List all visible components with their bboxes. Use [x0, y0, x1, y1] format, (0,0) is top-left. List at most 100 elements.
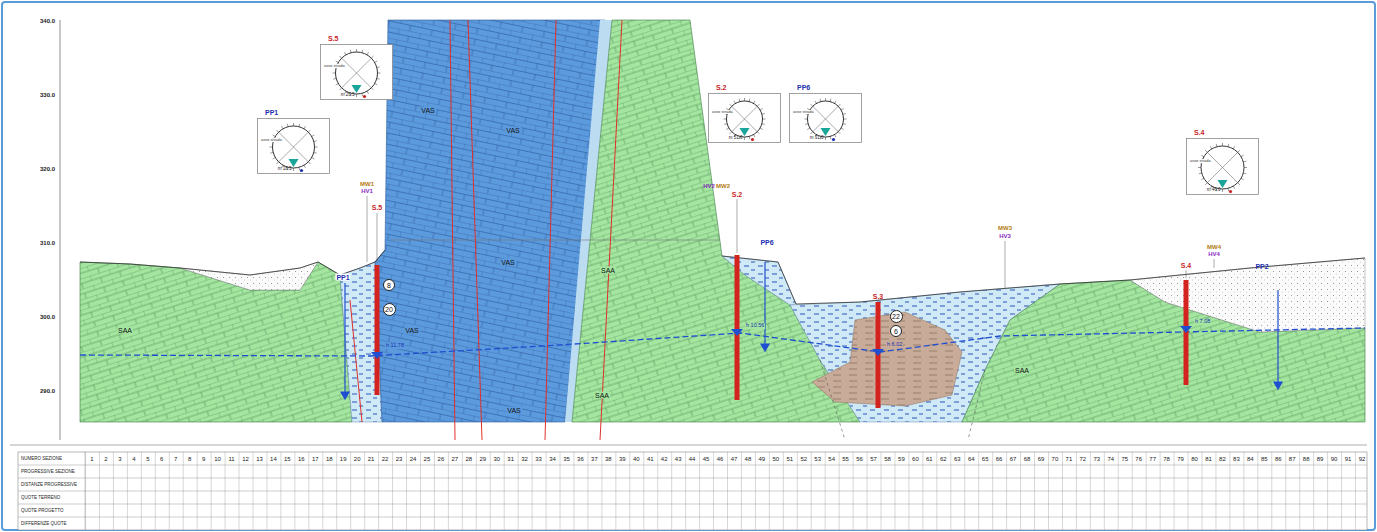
water-level-markers — [371, 326, 1192, 359]
cover-deposit — [180, 262, 318, 290]
ground-line — [722, 256, 1365, 304]
inset-heading: PP1 — [265, 109, 278, 116]
section-number: 23 — [396, 456, 403, 462]
depth-value: m 26.5 — [341, 93, 355, 98]
section-number: 81 — [1205, 456, 1212, 462]
table-border — [10, 445, 1367, 446]
borehole-id: HV1 — [361, 188, 373, 194]
section-number: 91 — [1345, 456, 1352, 462]
unit-code: SAA — [600, 267, 616, 274]
orientation-inset: S.4asse stradam 46.0 — [1186, 138, 1259, 195]
section-number: 27 — [452, 456, 459, 462]
section-number: 20 — [354, 456, 361, 462]
section-number: 29 — [479, 456, 486, 462]
section-number: 39 — [619, 456, 626, 462]
unit-code: VAS — [404, 327, 420, 334]
section-number: 89 — [1317, 456, 1324, 462]
sand-lens — [812, 312, 962, 406]
orientation-rose — [708, 93, 781, 143]
section-number: 78 — [1163, 456, 1170, 462]
section-number: 59 — [898, 456, 905, 462]
section-number: 73 — [1093, 456, 1100, 462]
orientation-inset: PP1asse stradam 18.5 — [257, 118, 330, 174]
callout-circle: 8 — [383, 279, 395, 291]
saa-unit — [572, 20, 860, 422]
borehole-id: MW1 — [360, 181, 374, 187]
section-number: 44 — [689, 456, 696, 462]
section-number: 75 — [1121, 456, 1128, 462]
section-number: 1 — [90, 456, 93, 462]
axis-note: asse strada — [793, 110, 814, 114]
cover-deposit — [1130, 258, 1365, 332]
callout-number: 20 — [385, 306, 393, 313]
axis-note: asse strada — [324, 64, 345, 68]
section-number: 37 — [591, 456, 598, 462]
section-number: 50 — [773, 456, 780, 462]
saa-unit — [80, 262, 352, 422]
unit-code: VAS — [420, 107, 436, 114]
unit-code: SAA — [594, 392, 610, 399]
elevation-value: 310.0 — [40, 240, 55, 246]
orientation-rose — [257, 118, 330, 174]
orientation-rose — [320, 44, 393, 100]
borehole-id: PP2 — [1255, 263, 1268, 270]
section-number: 30 — [493, 456, 500, 462]
section-number: 26 — [438, 456, 445, 462]
borehole-id: S.2 — [732, 191, 743, 198]
section-number: 83 — [1233, 456, 1240, 462]
water-table — [80, 328, 1365, 356]
borehole-id: MW2 — [716, 183, 730, 189]
elevation-value: 340.0 — [40, 18, 55, 24]
section-number: 80 — [1191, 456, 1198, 462]
borehole-id: S.4 — [1181, 262, 1192, 269]
section-number: 71 — [1066, 456, 1073, 462]
section-number: 3 — [118, 456, 121, 462]
unit-code: VAS — [505, 127, 521, 134]
axis-note: asse strada — [712, 110, 733, 114]
orientation-rose — [789, 93, 862, 143]
axis-note: asse strada — [1190, 159, 1211, 163]
section-number: 6 — [160, 456, 163, 462]
section-number: 35 — [563, 456, 570, 462]
profile-table — [18, 452, 1367, 530]
section-number: 88 — [1303, 456, 1310, 462]
section-number: 38 — [605, 456, 612, 462]
inset-heading: S.2 — [716, 84, 727, 91]
borehole-id: S.5 — [372, 204, 383, 211]
section-number: 67 — [1010, 456, 1017, 462]
section-number: 77 — [1149, 456, 1156, 462]
elevation-value: 290.0 — [40, 388, 55, 394]
depth-value: m 18.5 — [278, 167, 292, 172]
section-number: 52 — [800, 456, 807, 462]
callout-circle: 6 — [890, 325, 902, 337]
axis-note: asse strada — [261, 138, 282, 142]
section-number: 7 — [174, 456, 177, 462]
orientation-inset: S.2asse stradam 51.0 — [708, 93, 781, 143]
section-number: 32 — [521, 456, 528, 462]
section-number: 47 — [731, 456, 738, 462]
borehole-id: HV4 — [1208, 251, 1220, 257]
section-number: 62 — [940, 456, 947, 462]
boundary-extension — [820, 360, 845, 440]
row-header: QUOTE TERRENO — [21, 495, 60, 500]
section-number: 14 — [270, 456, 277, 462]
table-rows — [18, 452, 1367, 530]
section-number: 36 — [577, 456, 584, 462]
section-number: 45 — [703, 456, 710, 462]
section-number: 11 — [228, 456, 234, 462]
section-number: 10 — [214, 456, 221, 462]
section-number: 69 — [1038, 456, 1045, 462]
section-number: 4 — [132, 456, 135, 462]
section-number: 51 — [786, 456, 793, 462]
section-number: 46 — [717, 456, 724, 462]
section-number: 68 — [1024, 456, 1031, 462]
section-number: 70 — [1052, 456, 1059, 462]
elevation-axis — [60, 20, 61, 440]
water-depth: h 11.78 — [385, 343, 405, 349]
section-number: 76 — [1135, 456, 1142, 462]
section-number: 40 — [633, 456, 640, 462]
depth-value: m 31.0 — [810, 136, 824, 141]
section-number: 84 — [1247, 456, 1254, 462]
section-number: 79 — [1177, 456, 1184, 462]
elevation-value: 320.0 — [40, 166, 55, 172]
